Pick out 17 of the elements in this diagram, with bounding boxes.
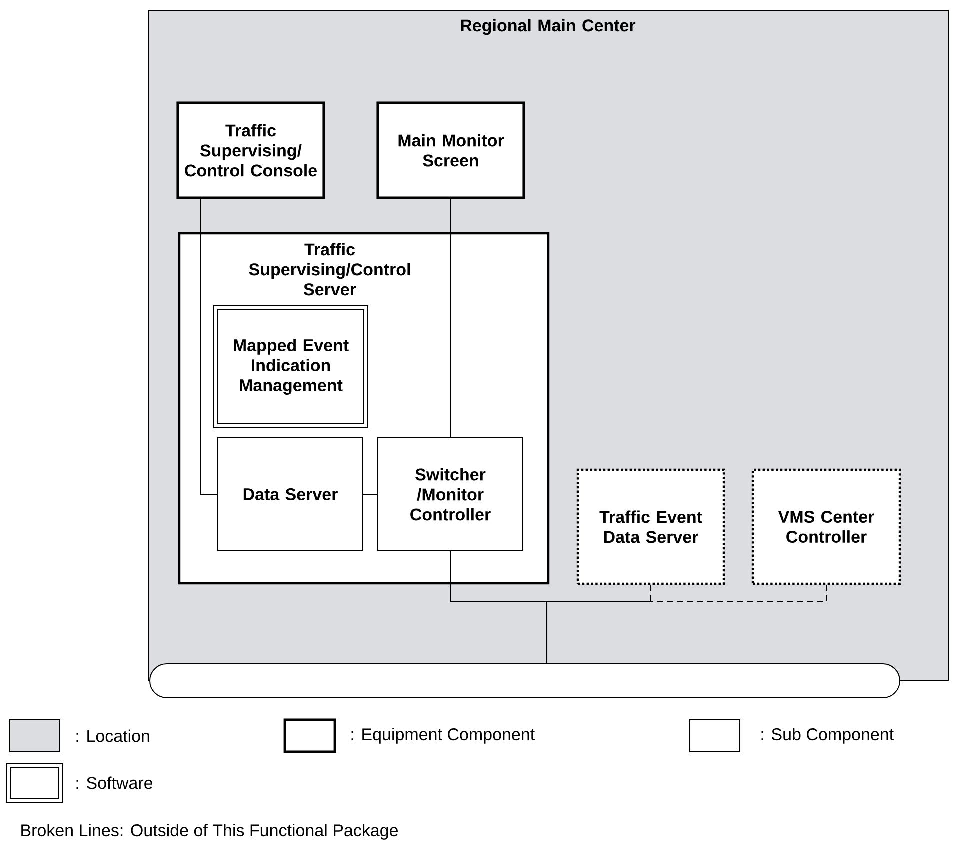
legend-label: : Location — [76, 730, 150, 742]
connector-line — [363, 494, 378, 495]
software-box: Mapped Event Indication Management — [214, 306, 368, 428]
equipment-box: Traffic Supervising/ Control Console — [176, 102, 326, 200]
legend-label: : Software — [76, 776, 153, 790]
component-box: Data Server — [218, 438, 364, 552]
connector-line — [450, 198, 452, 438]
note: Broken Lines: Outside of This Functional Package — [22, 824, 398, 840]
component-box: Switcher /Monitor Controller — [378, 438, 524, 552]
outside-box: VMS Center Controller — [752, 468, 902, 586]
connector-line — [200, 198, 218, 495]
legend-label: : Equipment Component — [352, 728, 535, 744]
connector-line — [450, 551, 548, 664]
legend-label: : Sub Component — [762, 728, 894, 744]
network-bus — [150, 664, 900, 698]
equipment-box: Main Monitor Screen — [376, 102, 526, 200]
outside-box: Traffic Event Data Server — [576, 468, 726, 586]
